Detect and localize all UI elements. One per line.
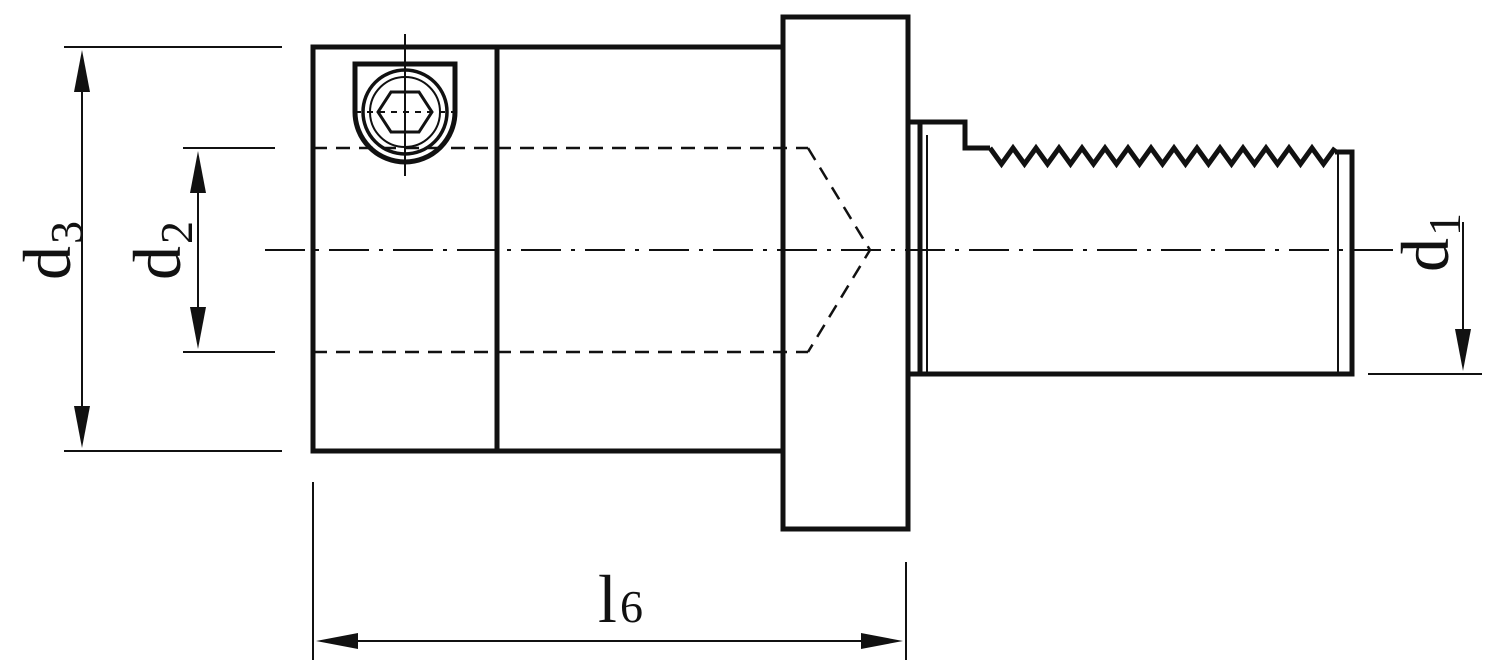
hex-socket-icon [376, 90, 434, 134]
d3-label-main: d [9, 246, 85, 280]
extension-lines [64, 46, 1482, 660]
d1-label-sub: 1 [1419, 213, 1470, 236]
d2-top-arrow [190, 151, 206, 193]
l6-label: l 6 [598, 561, 643, 637]
d1-label-main: d [1387, 238, 1463, 272]
shank-collar [908, 119, 923, 377]
d3-top-arrow [74, 50, 90, 92]
l6-label-main: l [598, 561, 617, 637]
l6-left-arrow [316, 633, 358, 649]
l6-right-arrow [861, 633, 903, 649]
d2-label-main: d [119, 246, 195, 280]
thread-zigzag [987, 143, 1338, 169]
d1-arrow [1455, 329, 1471, 371]
d3-bottom-arrow [74, 406, 90, 448]
clamp-screw [352, 34, 458, 176]
shank-outline [920, 149, 1355, 377]
thread-start-step [920, 119, 990, 151]
d2-label: d 2 [119, 221, 202, 280]
shank [908, 119, 1355, 377]
l6-label-sub: 6 [620, 581, 643, 632]
screw-head-outline [352, 61, 458, 165]
flange-outline [780, 14, 911, 532]
d2-label-sub: 2 [151, 221, 202, 244]
d3-label: d 3 [9, 221, 92, 280]
d1-label: d 1 [1387, 213, 1470, 272]
dimension-lines [74, 50, 1471, 649]
d3-label-sub: 3 [41, 221, 92, 244]
d2-bottom-arrow [190, 307, 206, 349]
